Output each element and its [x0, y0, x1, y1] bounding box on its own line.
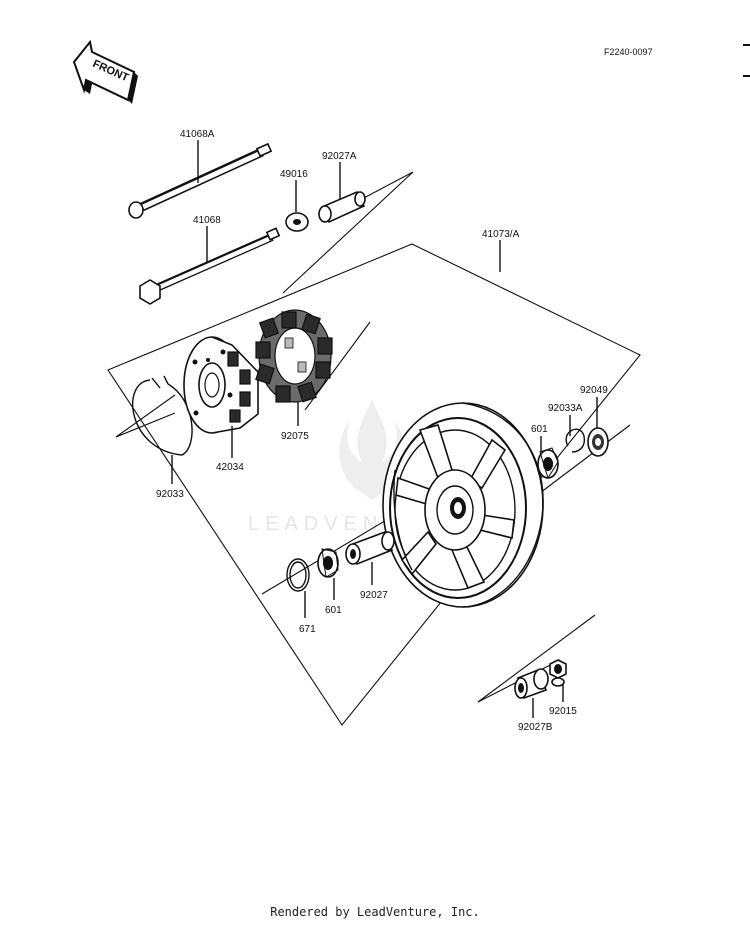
label-601-left: 601: [325, 605, 342, 616]
bearing-601-left: [317, 548, 339, 578]
label-601-right: 601: [531, 424, 548, 435]
label-92027b: 92027B: [518, 722, 553, 733]
label-41073a: 41073/A: [482, 229, 520, 240]
label-41068a: 41068A: [180, 129, 215, 140]
label-49016: 49016: [280, 169, 308, 180]
circlip-92033a: [565, 428, 586, 453]
diagram-code: F2240-0097: [604, 47, 653, 57]
edge-mark: [743, 44, 750, 46]
front-arrow-icon: FRONT: [72, 39, 138, 104]
label-92027a: 92027A: [322, 151, 357, 162]
nut-92015: [549, 659, 567, 687]
hub-42034: [183, 336, 259, 434]
label-92015: 92015: [549, 706, 577, 717]
circlip-92033: [132, 375, 193, 456]
collar-92027b: [514, 668, 549, 700]
label-92049: 92049: [580, 385, 608, 396]
oilseal-92049: [587, 427, 609, 457]
bracket-circlip-a: [115, 412, 176, 438]
edge-mark: [743, 75, 750, 77]
axle-41068a: [128, 142, 273, 219]
bracket-axle-group: [282, 171, 414, 294]
spacer-92027: [345, 530, 395, 566]
spacer-92027a: [318, 190, 366, 224]
rear-wheel-41073: [382, 402, 544, 608]
label-92075: 92075: [281, 431, 309, 442]
label-92033a: 92033A: [548, 403, 583, 414]
axle-41068: [139, 227, 281, 305]
label-41068: 41068: [193, 215, 221, 226]
label-92033: 92033: [156, 489, 184, 500]
label-42034: 42034: [216, 462, 244, 473]
damper-92075: [255, 309, 333, 403]
ring-671: [286, 558, 310, 592]
label-92027: 92027: [360, 590, 388, 601]
washer-49016: [285, 212, 309, 232]
bearing-601-right: [537, 447, 559, 480]
bracket-circlip-b: [115, 394, 176, 438]
assembly-bracket-41073: [107, 243, 641, 726]
label-671: 671: [299, 624, 316, 635]
footer-credit: Rendered by LeadVenture, Inc.: [270, 905, 480, 919]
